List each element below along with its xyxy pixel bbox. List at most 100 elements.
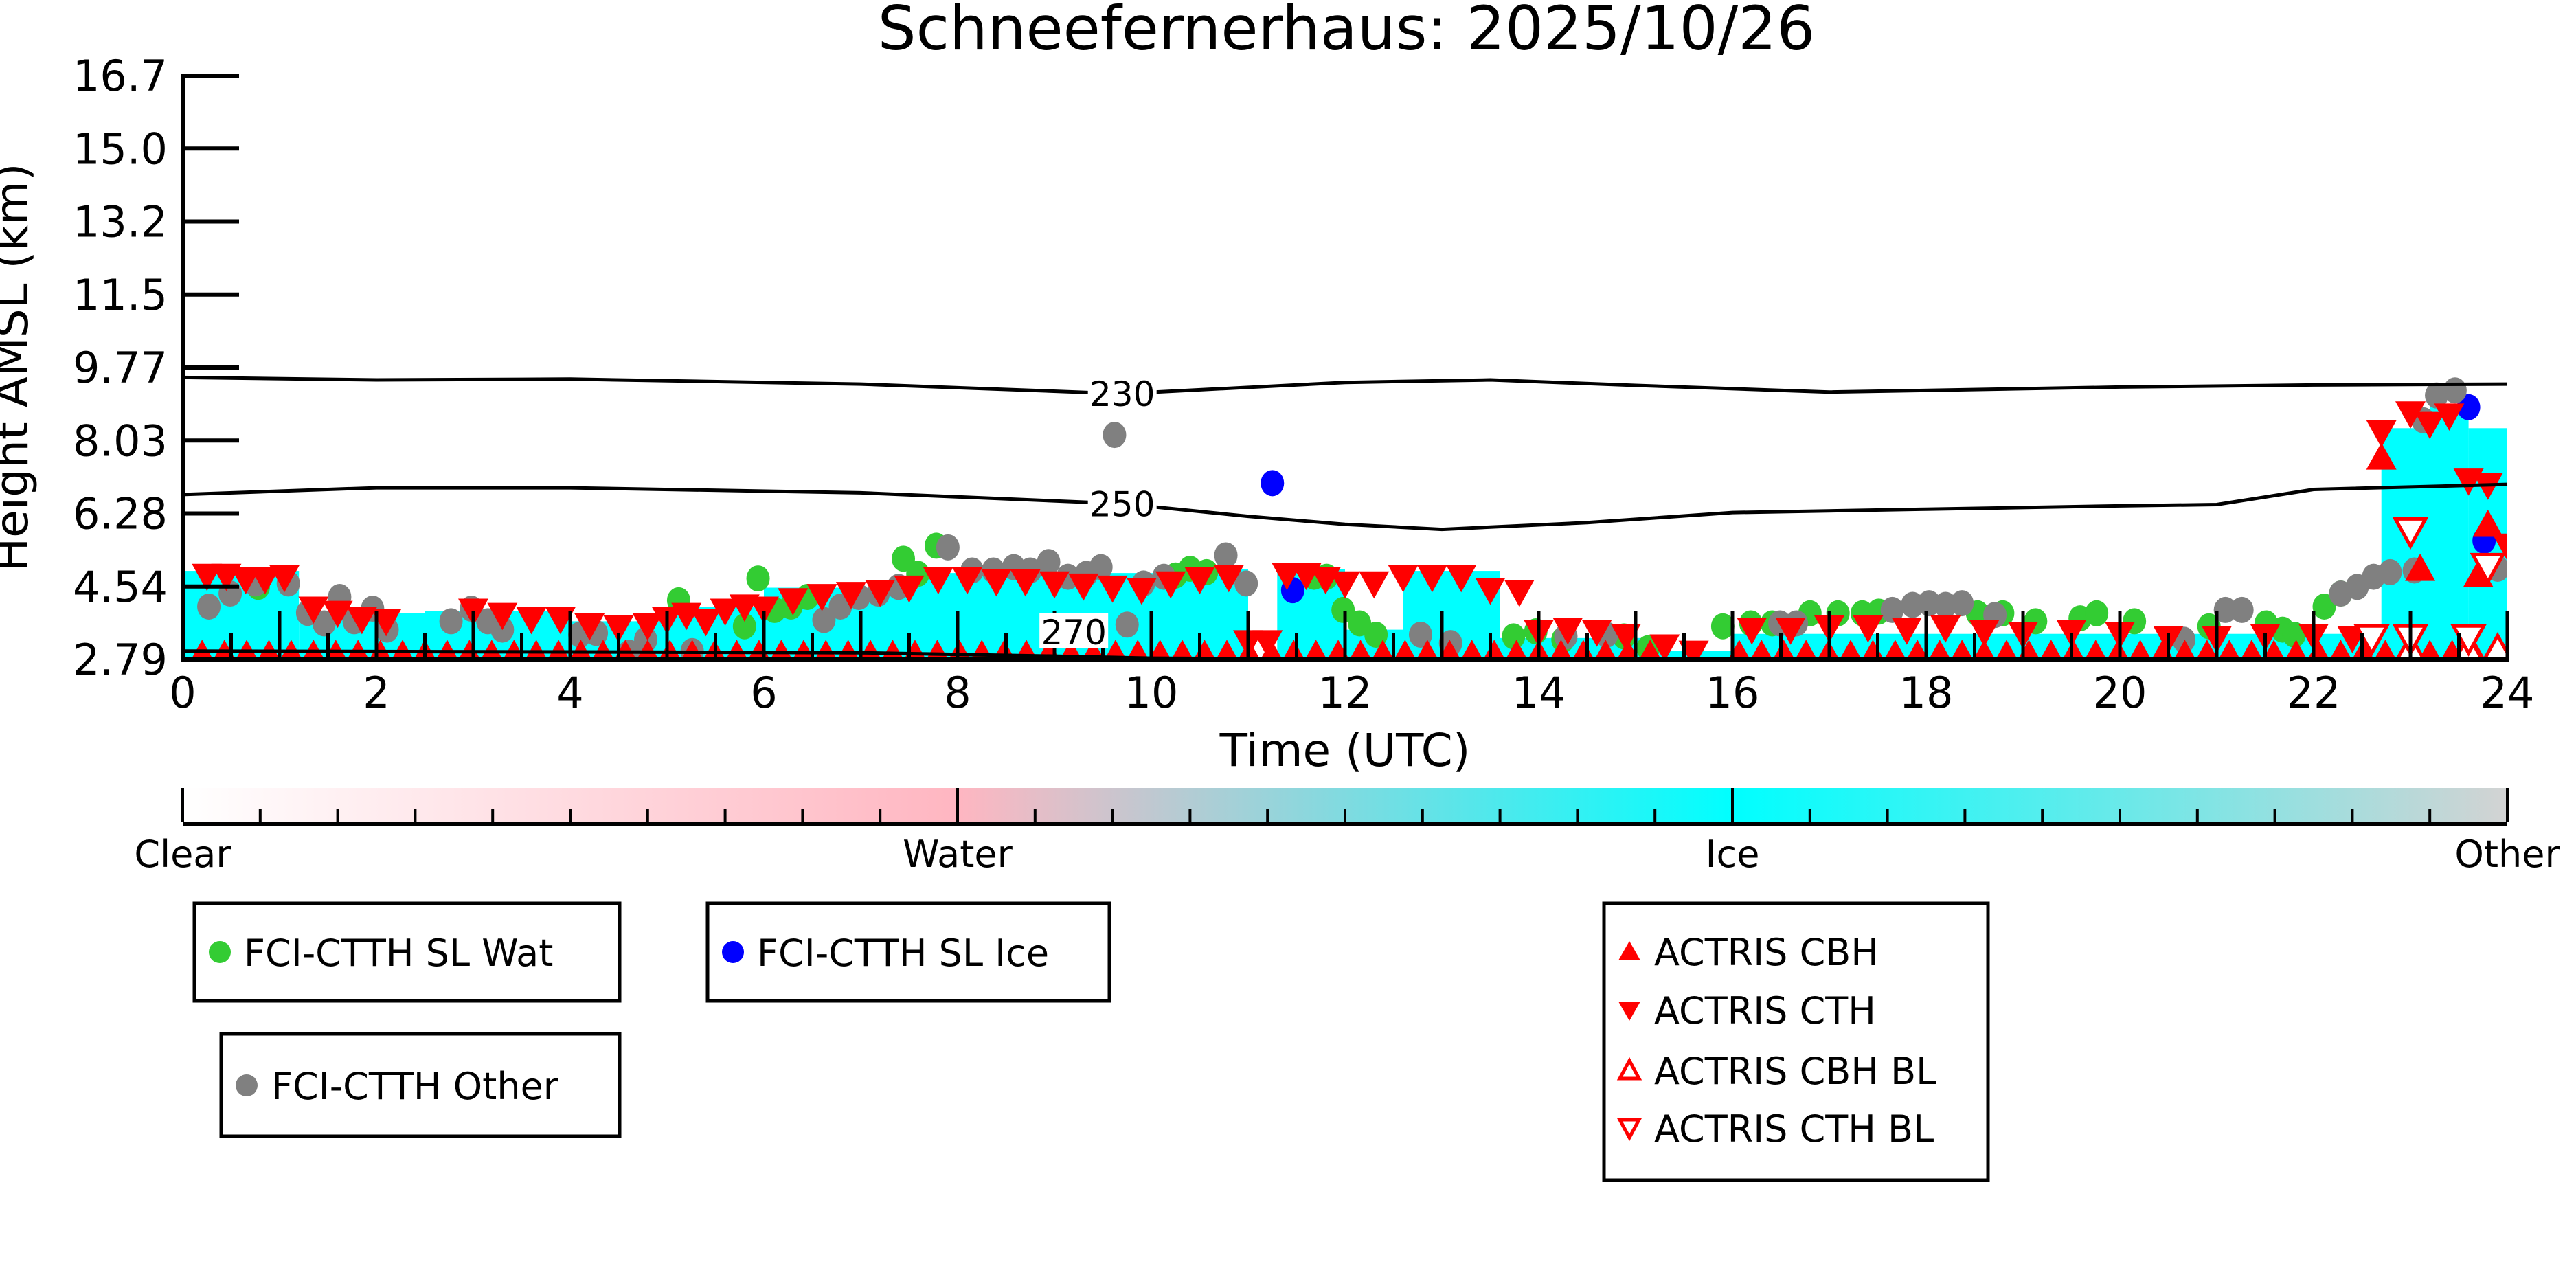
marker-actris-cth-bl <box>2450 624 2487 657</box>
marker-fci-ctth-other <box>1950 590 1974 617</box>
marker-actris-cbh <box>1594 640 1617 659</box>
marker-actris-cbh <box>1104 640 1127 659</box>
y-tick-label: 9.77 <box>73 343 168 393</box>
contour-label: 270 <box>1041 613 1106 653</box>
marker-actris-cth <box>1359 571 1390 599</box>
marker-actris-cth <box>487 602 518 631</box>
x-tick-label: 2 <box>363 668 389 718</box>
x-tick-label: 4 <box>556 668 583 718</box>
marker-actris-cbh <box>1973 640 1996 659</box>
x-tick-label: 12 <box>1318 668 1372 718</box>
marker-fci-ctth-sl-wat <box>1364 621 1388 648</box>
marker-actris-cth <box>2056 620 2087 647</box>
marker-actris-cth <box>1504 580 1535 607</box>
marker-actris-cth <box>1475 577 1506 605</box>
marker-fci-ctth-other <box>312 610 336 637</box>
marker-actris-cbh <box>1216 640 1238 659</box>
marker-actris-cbh <box>302 640 325 659</box>
marker-actris-cbh <box>2419 640 2441 659</box>
x-tick-label: 24 <box>2481 668 2535 718</box>
marker-actris-cbh <box>347 640 370 659</box>
marker-actris-cbh <box>525 640 547 659</box>
marker-fci-ctth-other <box>1234 570 1258 597</box>
marker-actris-cbh <box>2472 509 2503 537</box>
marker-actris-cth <box>1446 565 1477 593</box>
marker-actris-cth <box>1272 563 1302 591</box>
marker-actris-cth <box>1416 565 1447 593</box>
marker-actris-cth <box>1330 571 1360 599</box>
legend-actris: ACTRIS CBH ACTRIS CTH ACTRIS CBH BL ACTR… <box>1602 901 1990 1182</box>
marker-actris-cbh <box>636 640 659 659</box>
marker-actris-cbh <box>1460 640 1483 659</box>
marker-actris-cth <box>690 609 721 637</box>
marker-actris-cth <box>574 613 605 641</box>
marker-fci-ctth-other <box>2378 558 2402 585</box>
triangle-down-open-icon <box>1616 1118 1642 1142</box>
marker-actris-cbh <box>2218 640 2241 659</box>
x-tick-label: 20 <box>2093 668 2147 718</box>
contour-label: 230 <box>1089 374 1155 414</box>
triangle-down-filled-icon <box>1618 1002 1640 1021</box>
marker-fci-ctth-sl-wat <box>1502 623 1526 650</box>
marker-actris-cth <box>835 582 866 609</box>
marker-fci-ctth-other <box>1880 596 1904 623</box>
marker-actris-cbh <box>1505 640 1528 659</box>
marker-fci-ctth-sl-ice <box>2456 394 2481 420</box>
marker-actris-cth <box>1252 630 1283 657</box>
legend-ice: FCI-CTTH SL Ice <box>705 901 1111 1003</box>
marker-fci-ctth-other <box>1037 549 1061 576</box>
marker-actris-cbh <box>1171 640 1194 659</box>
marker-actris-cbh <box>2129 640 2151 659</box>
marker-actris-cth <box>1184 567 1215 595</box>
marker-actris-cbh <box>725 640 748 659</box>
x-tick-label: 16 <box>1706 668 1760 718</box>
marker-actris-cth <box>894 575 925 603</box>
marker-actris-cth <box>1039 571 1070 599</box>
gray-circle-icon <box>236 1074 258 1096</box>
marker-actris-cbh <box>2263 640 2285 659</box>
marker-actris-cth <box>1581 620 1612 647</box>
colorbar-label-other: Other <box>2454 833 2560 876</box>
marker-actris-cbh <box>1906 640 1929 659</box>
contour-line-270 <box>182 649 2507 661</box>
marker-actris-cbh <box>547 640 570 659</box>
marker-actris-cbh <box>503 640 526 659</box>
y-tick-label: 6.28 <box>73 489 168 539</box>
marker-actris-cbh <box>2173 640 2196 659</box>
marker-actris-cth <box>2434 403 2465 431</box>
marker-actris-cth <box>346 607 377 635</box>
contour-label: 250 <box>1089 484 1155 524</box>
marker-actris-cbh <box>2374 640 2397 659</box>
marker-actris-cbh <box>2195 640 2218 659</box>
marker-fci-ctth-other <box>2443 377 2467 404</box>
marker-actris-cth <box>322 600 353 629</box>
marker-actris-cth <box>298 596 329 624</box>
marker-actris-cth <box>1388 565 1419 593</box>
contour-label-bg <box>1087 484 1157 521</box>
marker-actris-cbh <box>2062 640 2085 659</box>
marker-actris-cth <box>1853 615 1884 643</box>
marker-actris-cbh <box>1550 640 1572 659</box>
marker-actris-cth <box>1213 565 1244 593</box>
marker-actris-cbh <box>681 640 703 659</box>
marker-actris-cth <box>1891 618 1922 645</box>
marker-actris-cth <box>603 615 634 643</box>
marker-actris-cbh <box>1060 640 1082 659</box>
triangle-up-filled-icon <box>1618 941 1640 960</box>
marker-actris-cth <box>923 567 953 595</box>
marker-actris-cbh <box>1616 640 1639 659</box>
marker-actris-cth <box>2395 401 2426 429</box>
legend-label-ice: FCI-CTTH SL Ice <box>757 931 1049 975</box>
x-tick-label: 22 <box>2287 668 2341 718</box>
legend-label-other: FCI-CTTH Other <box>271 1065 559 1108</box>
marker-actris-cbh <box>569 640 592 659</box>
colorbar: Clear Water Ice Other <box>134 788 2560 876</box>
marker-actris-cbh <box>792 640 815 659</box>
marker-actris-cth <box>806 584 837 611</box>
marker-actris-cbh <box>1996 640 2018 659</box>
marker-actris-cbh <box>2405 554 2436 581</box>
marker-fci-ctth-sl-wat <box>732 613 756 640</box>
marker-actris-cth <box>1969 620 2000 647</box>
y-tick-label: 11.5 <box>73 270 168 320</box>
